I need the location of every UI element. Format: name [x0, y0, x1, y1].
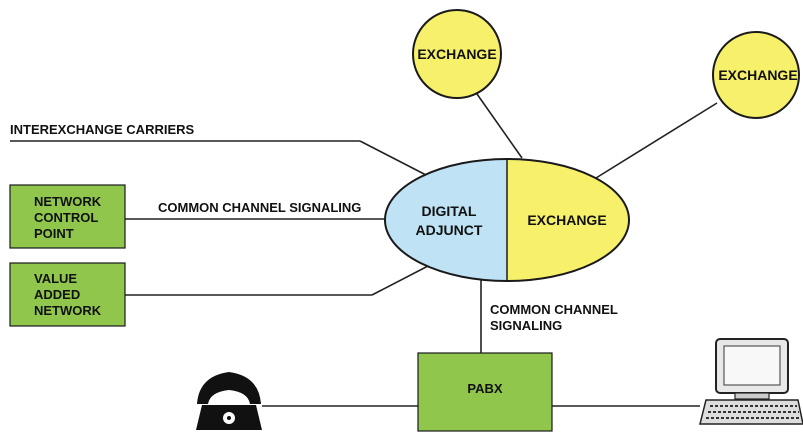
value-added-network-box: VALUE ADDED NETWORK: [9, 262, 126, 327]
exchange-top-label: EXCHANGE: [417, 46, 496, 62]
van-link-line-diagonal: [371, 265, 429, 296]
central-exchange-label: EXCHANGE: [527, 212, 606, 228]
exchange-node-right: EXCHANGE: [712, 31, 800, 119]
common-channel-signaling-bottom-label-line2: SIGNALING: [490, 318, 562, 333]
ncp-label-line1: NETWORK: [34, 194, 102, 209]
ncp-label-line3: POINT: [34, 226, 74, 241]
right-exchange-link: [595, 102, 718, 179]
network-control-point-box: NETWORK CONTROL POINT: [9, 184, 126, 249]
digital-adjunct-label-line1: DIGITAL: [422, 203, 477, 219]
digital-adjunct-half: [385, 159, 507, 281]
exchange-right-label: EXCHANGE: [718, 67, 797, 83]
van-label-line3: NETWORK: [34, 303, 102, 318]
pabx-label: PABX: [467, 381, 502, 396]
van-label-line1: VALUE: [34, 271, 77, 286]
interexchange-to-adjunct-line: [359, 140, 429, 177]
interexchange-carriers-label: INTEREXCHANGE CARRIERS: [10, 122, 195, 137]
digital-adjunct-label-line2: ADJUNCT: [416, 222, 483, 238]
digital-adjunct-exchange-node: DIGITAL ADJUNCT EXCHANGE: [384, 158, 630, 282]
computer-terminal-icon: [699, 338, 803, 425]
exchange-node-top: EXCHANGE: [412, 9, 502, 99]
ncp-label-line2: CONTROL: [34, 210, 98, 225]
exchange-half: [507, 159, 629, 281]
van-label-line2: ADDED: [34, 287, 80, 302]
common-channel-signaling-left-label: COMMON CHANNEL SIGNALING: [158, 200, 361, 215]
pabx-box: PABX: [417, 352, 553, 432]
telephone-icon: [196, 372, 262, 430]
common-channel-signaling-bottom-label-line1: COMMON CHANNEL: [490, 302, 618, 317]
top-exchange-link: [476, 93, 523, 159]
